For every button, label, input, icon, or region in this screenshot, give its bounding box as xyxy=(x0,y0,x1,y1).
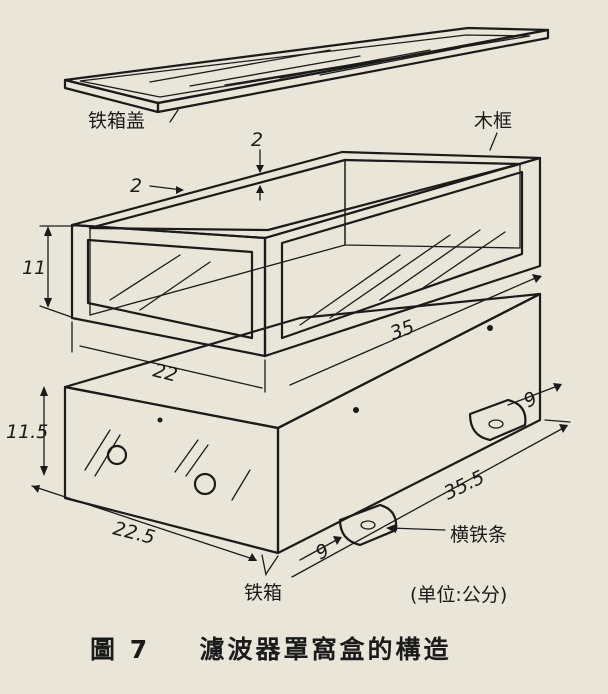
dim-frame-short: 22 xyxy=(151,360,180,387)
dim-box-short: 22.5 xyxy=(111,518,157,550)
label-lid: 铁箱盖 xyxy=(88,110,146,132)
dim-frame-depth: 2 xyxy=(130,175,142,197)
dim-line-frame-long xyxy=(289,275,541,386)
dim-frame-width: 2 xyxy=(251,129,263,151)
dim-line-bar-front xyxy=(299,537,341,561)
dim-box-height: 11.5 xyxy=(6,421,48,443)
dim-line-box-long xyxy=(291,425,568,578)
label-box: 铁箱 xyxy=(244,582,283,604)
mounting-tab-right xyxy=(468,398,527,442)
caption-figure-no: 圖 7 xyxy=(90,635,151,664)
label-unit: (单位:公分) xyxy=(410,584,508,606)
dim-line-bar-right xyxy=(507,384,561,406)
lid-leader xyxy=(169,109,179,123)
iron-box xyxy=(63,292,542,555)
dim-line-frame-short xyxy=(79,345,263,389)
caption: 圖 7 濾波器罩窩盒的構造 xyxy=(90,630,452,666)
label-bar: 横铁条 xyxy=(450,524,508,546)
caption-title: 濾波器罩窩盒的構造 xyxy=(199,635,452,664)
frame-leader xyxy=(489,132,498,151)
box-leader xyxy=(261,554,267,576)
lid-plate xyxy=(63,26,550,114)
label-frame: 木框 xyxy=(474,110,513,132)
bar-leader xyxy=(389,527,446,531)
wood-frame xyxy=(70,150,542,358)
dim-frame-height: 11 xyxy=(22,257,46,279)
dim-box-long: 35.5 xyxy=(441,466,489,504)
dim-line-box-short xyxy=(31,485,257,561)
